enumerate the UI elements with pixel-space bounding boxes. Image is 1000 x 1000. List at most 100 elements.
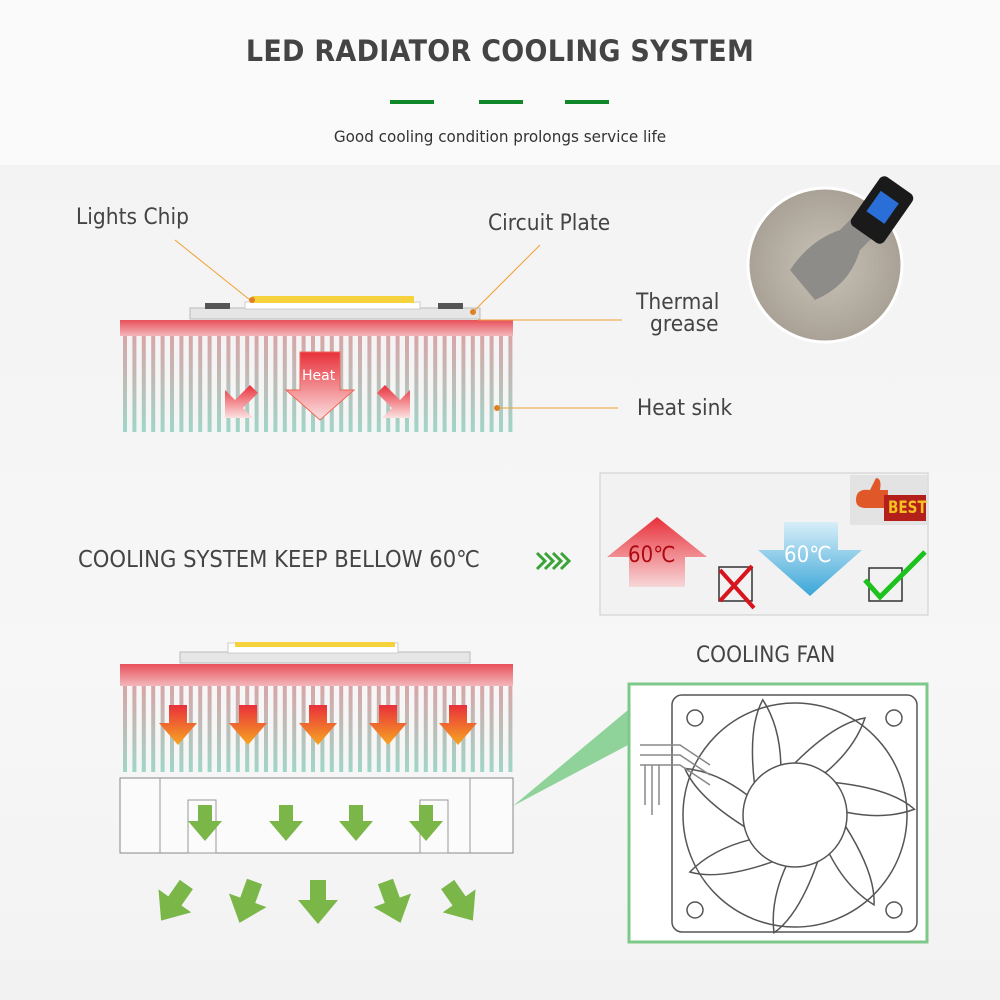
airflow-arrow	[269, 805, 303, 841]
fin	[141, 336, 146, 432]
fin	[339, 336, 344, 432]
cool-arrow-down	[758, 522, 862, 596]
airflow-arrow	[158, 879, 193, 921]
fin	[292, 336, 297, 432]
heat-arrow-down	[284, 351, 356, 421]
fin	[235, 336, 240, 432]
fin	[292, 686, 297, 772]
leader-line	[174, 239, 251, 301]
fin	[367, 686, 372, 772]
led-chip	[235, 642, 395, 647]
fin	[442, 336, 447, 432]
page-title: LED RADIATOR COOLING SYSTEM	[245, 34, 755, 68]
heat-arrow	[369, 705, 407, 745]
heat-arrows	[159, 705, 477, 745]
heat-sink-diagram	[120, 239, 622, 432]
fin	[358, 686, 362, 772]
page-subtitle: Good cooling condition prolongs service …	[333, 127, 667, 146]
fin	[423, 336, 428, 432]
fan-drawing-icon	[640, 694, 918, 935]
leader-line	[474, 244, 541, 311]
fin	[179, 336, 184, 432]
fin	[226, 336, 231, 432]
label-thermal-grease: grease	[650, 312, 719, 337]
fin	[273, 336, 278, 432]
fin	[489, 686, 494, 772]
heat-arrow	[439, 705, 477, 745]
title-divider	[565, 100, 609, 104]
fin	[348, 686, 353, 772]
fin	[188, 336, 193, 432]
fin	[358, 336, 362, 432]
heat-arrow-left	[225, 385, 258, 418]
heat-sink-base	[120, 320, 513, 336]
fin	[433, 336, 438, 432]
label-thermal-grease: Thermal	[636, 290, 720, 315]
hot-arrow-up	[607, 517, 707, 587]
fan-cooled-diagram	[119, 642, 929, 944]
leader-dot	[249, 297, 255, 303]
fin	[207, 336, 212, 432]
fin	[423, 686, 428, 772]
fin	[461, 336, 466, 432]
fin	[499, 686, 503, 772]
heat-arrow-label: Heat	[302, 368, 336, 384]
best-badge-label: BEST	[888, 498, 927, 518]
label-heat-sink: Heat sink	[637, 396, 733, 421]
solder-pad	[438, 303, 463, 309]
fin	[489, 336, 494, 432]
fin	[160, 336, 165, 432]
fin	[141, 686, 146, 772]
airflow-arrow	[409, 805, 443, 841]
fin	[395, 336, 400, 432]
thermal-grease-photo	[746, 176, 914, 344]
fin	[226, 686, 231, 772]
fin	[273, 686, 278, 772]
fin	[254, 336, 259, 432]
airflow-arrow	[441, 879, 476, 921]
fin	[245, 336, 250, 432]
fan-callout-box	[627, 682, 929, 944]
label-lights-chip: Lights Chip	[76, 205, 189, 230]
heat-arrow	[229, 705, 267, 745]
check-icon	[863, 550, 927, 601]
airflow-arrow	[373, 878, 412, 923]
leader-dot	[470, 309, 476, 315]
airflow-arrow	[339, 805, 373, 841]
fin	[282, 336, 287, 432]
fin	[470, 686, 475, 772]
fin	[160, 686, 165, 772]
cooling-fan-title: COOLING FAN	[696, 643, 836, 668]
fin	[123, 336, 127, 432]
fin	[499, 336, 503, 432]
fin	[470, 336, 475, 432]
heat-sink-base	[120, 664, 513, 686]
fin	[264, 686, 268, 772]
fin	[433, 686, 438, 772]
fin	[405, 336, 409, 432]
airflow-arrow	[228, 878, 267, 923]
heat-arrow-right	[377, 385, 410, 418]
fin	[508, 686, 513, 772]
fin	[132, 686, 137, 772]
cross-icon	[718, 564, 756, 610]
fin	[151, 686, 156, 772]
fin	[282, 686, 287, 772]
fail-checkbox	[718, 566, 753, 602]
fin	[414, 336, 419, 432]
fin	[170, 336, 174, 432]
cooling-statement: COOLING SYSTEM KEEP BELLOW 60℃	[78, 547, 480, 573]
fin	[123, 686, 127, 772]
fin	[132, 336, 137, 432]
callout-pointer	[513, 710, 628, 806]
fin	[480, 686, 485, 772]
title-divider	[390, 100, 434, 104]
fin	[405, 686, 409, 772]
led-chip	[252, 296, 414, 303]
fin	[508, 336, 513, 432]
fin	[339, 686, 344, 772]
fin	[348, 336, 353, 432]
airflow-arrows	[158, 805, 476, 924]
airflow-arrow	[298, 880, 338, 924]
